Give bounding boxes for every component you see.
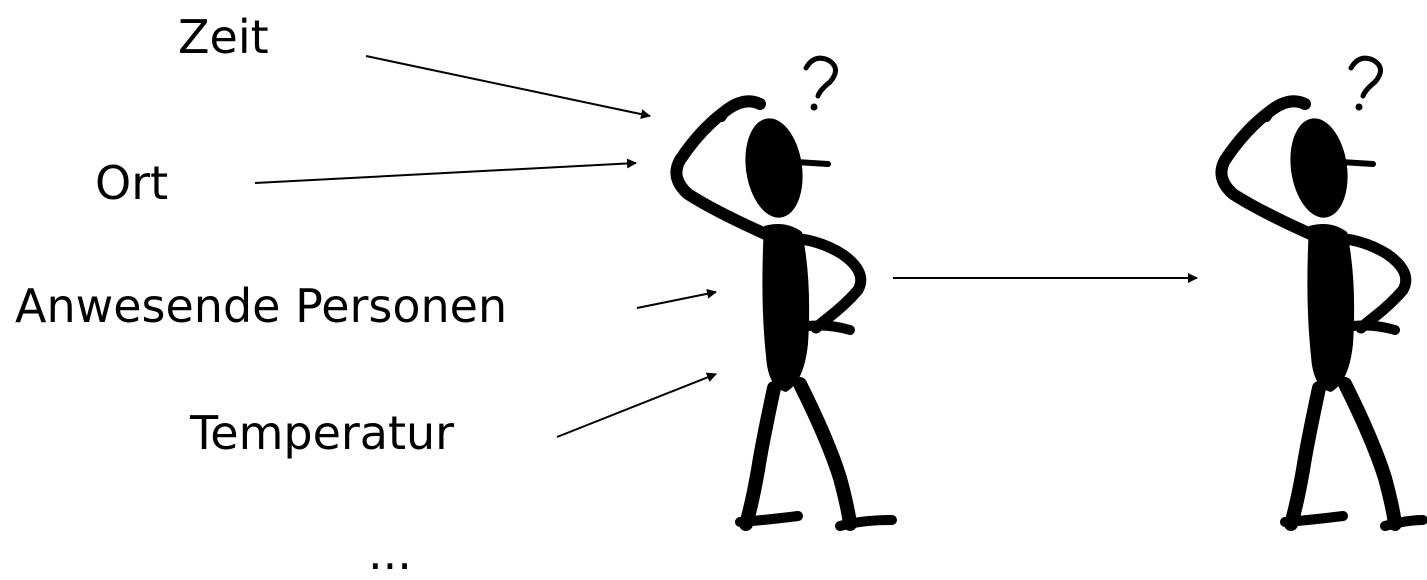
input-label-people-present: Anwesende Personen: [15, 279, 508, 333]
arrow-temperature: [556, 372, 717, 438]
arrow-time: [365, 55, 651, 120]
input-label-temperature: Temperatur: [190, 406, 455, 460]
input-label-location: Ort: [95, 156, 169, 210]
thinking-person-icon: [670, 55, 897, 531]
input-label-time: Zeit: [178, 10, 269, 64]
context-diagram: Zeit Ort Anwesende Personen Temperatur .…: [15, 10, 1427, 576]
thinking-person-icon: [1215, 55, 1427, 531]
arrow-people-present: [636, 288, 717, 309]
diagram-canvas: [254, 55, 1427, 531]
arrow-location: [254, 158, 637, 184]
